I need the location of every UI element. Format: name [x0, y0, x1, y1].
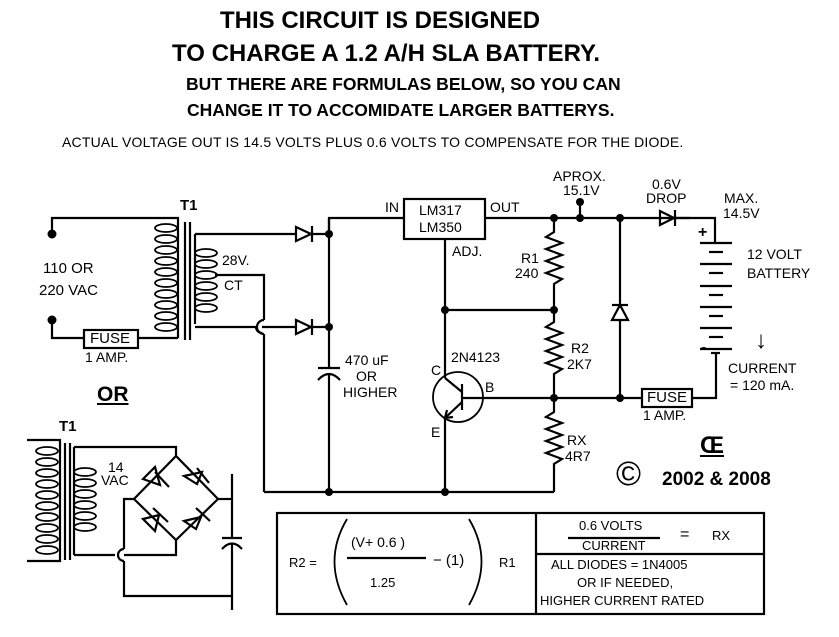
- fuse-out-label: FUSE: [647, 389, 688, 406]
- mains-voltage-line-1: 110 OR: [43, 260, 94, 277]
- fuse-in-rating: 1 AMP.: [85, 349, 129, 365]
- rectifier-diode-2: [294, 318, 329, 336]
- rx-name: RX: [567, 432, 587, 448]
- current-label-line-2: = 120 mA.: [730, 377, 795, 393]
- transformer-t1-top: [47, 216, 296, 492]
- title-line-1: THIS CIRCUIT IS DESIGNED: [220, 7, 541, 34]
- battery-label-line-2: BATTERY: [747, 265, 811, 281]
- resistor-r2: [542, 310, 566, 398]
- resistor-rx: [542, 398, 566, 492]
- battery-minus: -: [701, 339, 707, 356]
- capacitor-value-line-1: 470 uF: [345, 352, 389, 368]
- formula-r1-rhs: R1: [499, 555, 516, 570]
- diodes-note-line-1: ALL DIODES = 1N4005: [551, 557, 688, 572]
- subtitle-line-2: CHANGE IT TO ACCOMIDATE LARGER BATTERYS.: [187, 100, 615, 120]
- regulator-adj-label: ADJ.: [452, 243, 483, 259]
- secondary-coil: [194, 248, 218, 313]
- r1-value: 240: [515, 265, 539, 281]
- rx-formula-denominator: CURRENT: [582, 538, 646, 553]
- subtitle-line-1: BUT THERE ARE FORMULAS BELOW, SO YOU CAN: [186, 74, 621, 94]
- rx-formula-equals: =: [680, 526, 690, 543]
- rx-formula-result: RX: [712, 528, 731, 543]
- diode-drop-line-1: 0.6V: [652, 176, 681, 192]
- regulator-in-label: IN: [385, 199, 399, 215]
- rx-formula-numerator: 0.6 VOLTS: [579, 518, 643, 533]
- mains-voltage-line-2: 220 VAC: [39, 282, 98, 299]
- copyright-symbol: ©: [616, 455, 642, 493]
- formula-box: [275, 511, 766, 616]
- r2-name: R2: [571, 340, 589, 356]
- formula-minus-one: − (1): [433, 552, 465, 569]
- bridge-vac-line-1: 14: [108, 459, 124, 475]
- primary-coil: [154, 223, 178, 332]
- protection-diode: [610, 302, 630, 322]
- fuse-input: [82, 328, 140, 350]
- formula-numerator: (V+ 0.6 ): [351, 534, 406, 550]
- max-voltage-line-1: MAX.: [724, 190, 759, 206]
- rectifier-diode-1: [294, 225, 329, 243]
- battery-label-line-1: 12 VOLT: [747, 246, 802, 262]
- t1-bottom-label: T1: [59, 418, 77, 435]
- bridge-vac-line-2: VAC: [101, 472, 129, 488]
- voltage-note: ACTUAL VOLTAGE OUT IS 14.5 VOLTS PLUS 0.…: [62, 134, 684, 150]
- t1-top-label: T1: [180, 197, 198, 214]
- capacitor-value-line-2: OR: [356, 368, 377, 384]
- transistor-label: 2N4123: [451, 349, 501, 365]
- copyright-years: 2002 & 2008: [662, 469, 771, 490]
- aprox-voltage-line-1: APROX.: [553, 168, 606, 184]
- fuse-in-label: FUSE: [90, 330, 131, 347]
- r1-name: R1: [521, 250, 539, 266]
- regulator-out-label: OUT: [490, 199, 520, 215]
- transistor-2n4123: [432, 371, 554, 492]
- bridge-rectifier: [132, 454, 220, 542]
- fuse-out-rating: 1 AMP.: [643, 407, 687, 423]
- transformer-t1-bottom: [27, 438, 232, 598]
- or-label: OR: [97, 383, 129, 406]
- aprox-voltage-line-2: 15.1V: [563, 182, 600, 198]
- regulator-name-2: LM350: [419, 219, 462, 235]
- formula-denominator: 1.25: [370, 575, 396, 590]
- transistor-pin-c: C: [431, 362, 442, 378]
- battery-plus: +: [698, 224, 708, 241]
- current-label-line-1: CURRENT: [728, 360, 797, 376]
- capacitor-value-line-3: HIGHER: [343, 384, 398, 400]
- r2-value: 2K7: [567, 356, 592, 372]
- transistor-pin-b: B: [485, 379, 495, 395]
- current-arrow-icon: ↓: [755, 327, 767, 354]
- max-voltage-line-2: 14.5V: [723, 205, 760, 221]
- resistor-r1: [542, 218, 566, 310]
- diodes-note-line-2: OR IF NEEDED,: [577, 575, 674, 590]
- diodes-note-line-3: HIGHER CURRENT RATED: [540, 593, 705, 608]
- battery-12v: [700, 241, 732, 355]
- formula-r2-lhs: R2 =: [289, 555, 317, 570]
- center-tap-label: CT: [224, 277, 243, 293]
- regulator-name-1: LM317: [419, 202, 462, 218]
- author-logo: Œ: [700, 432, 724, 459]
- secondary-voltage-label: 28V.: [222, 252, 250, 268]
- transistor-pin-e: E: [431, 424, 441, 440]
- diode-drop-line-2: DROP: [646, 190, 687, 206]
- rx-value: 4R7: [565, 448, 591, 464]
- title-line-2: TO CHARGE A 1.2 A/H SLA BATTERY.: [172, 40, 601, 67]
